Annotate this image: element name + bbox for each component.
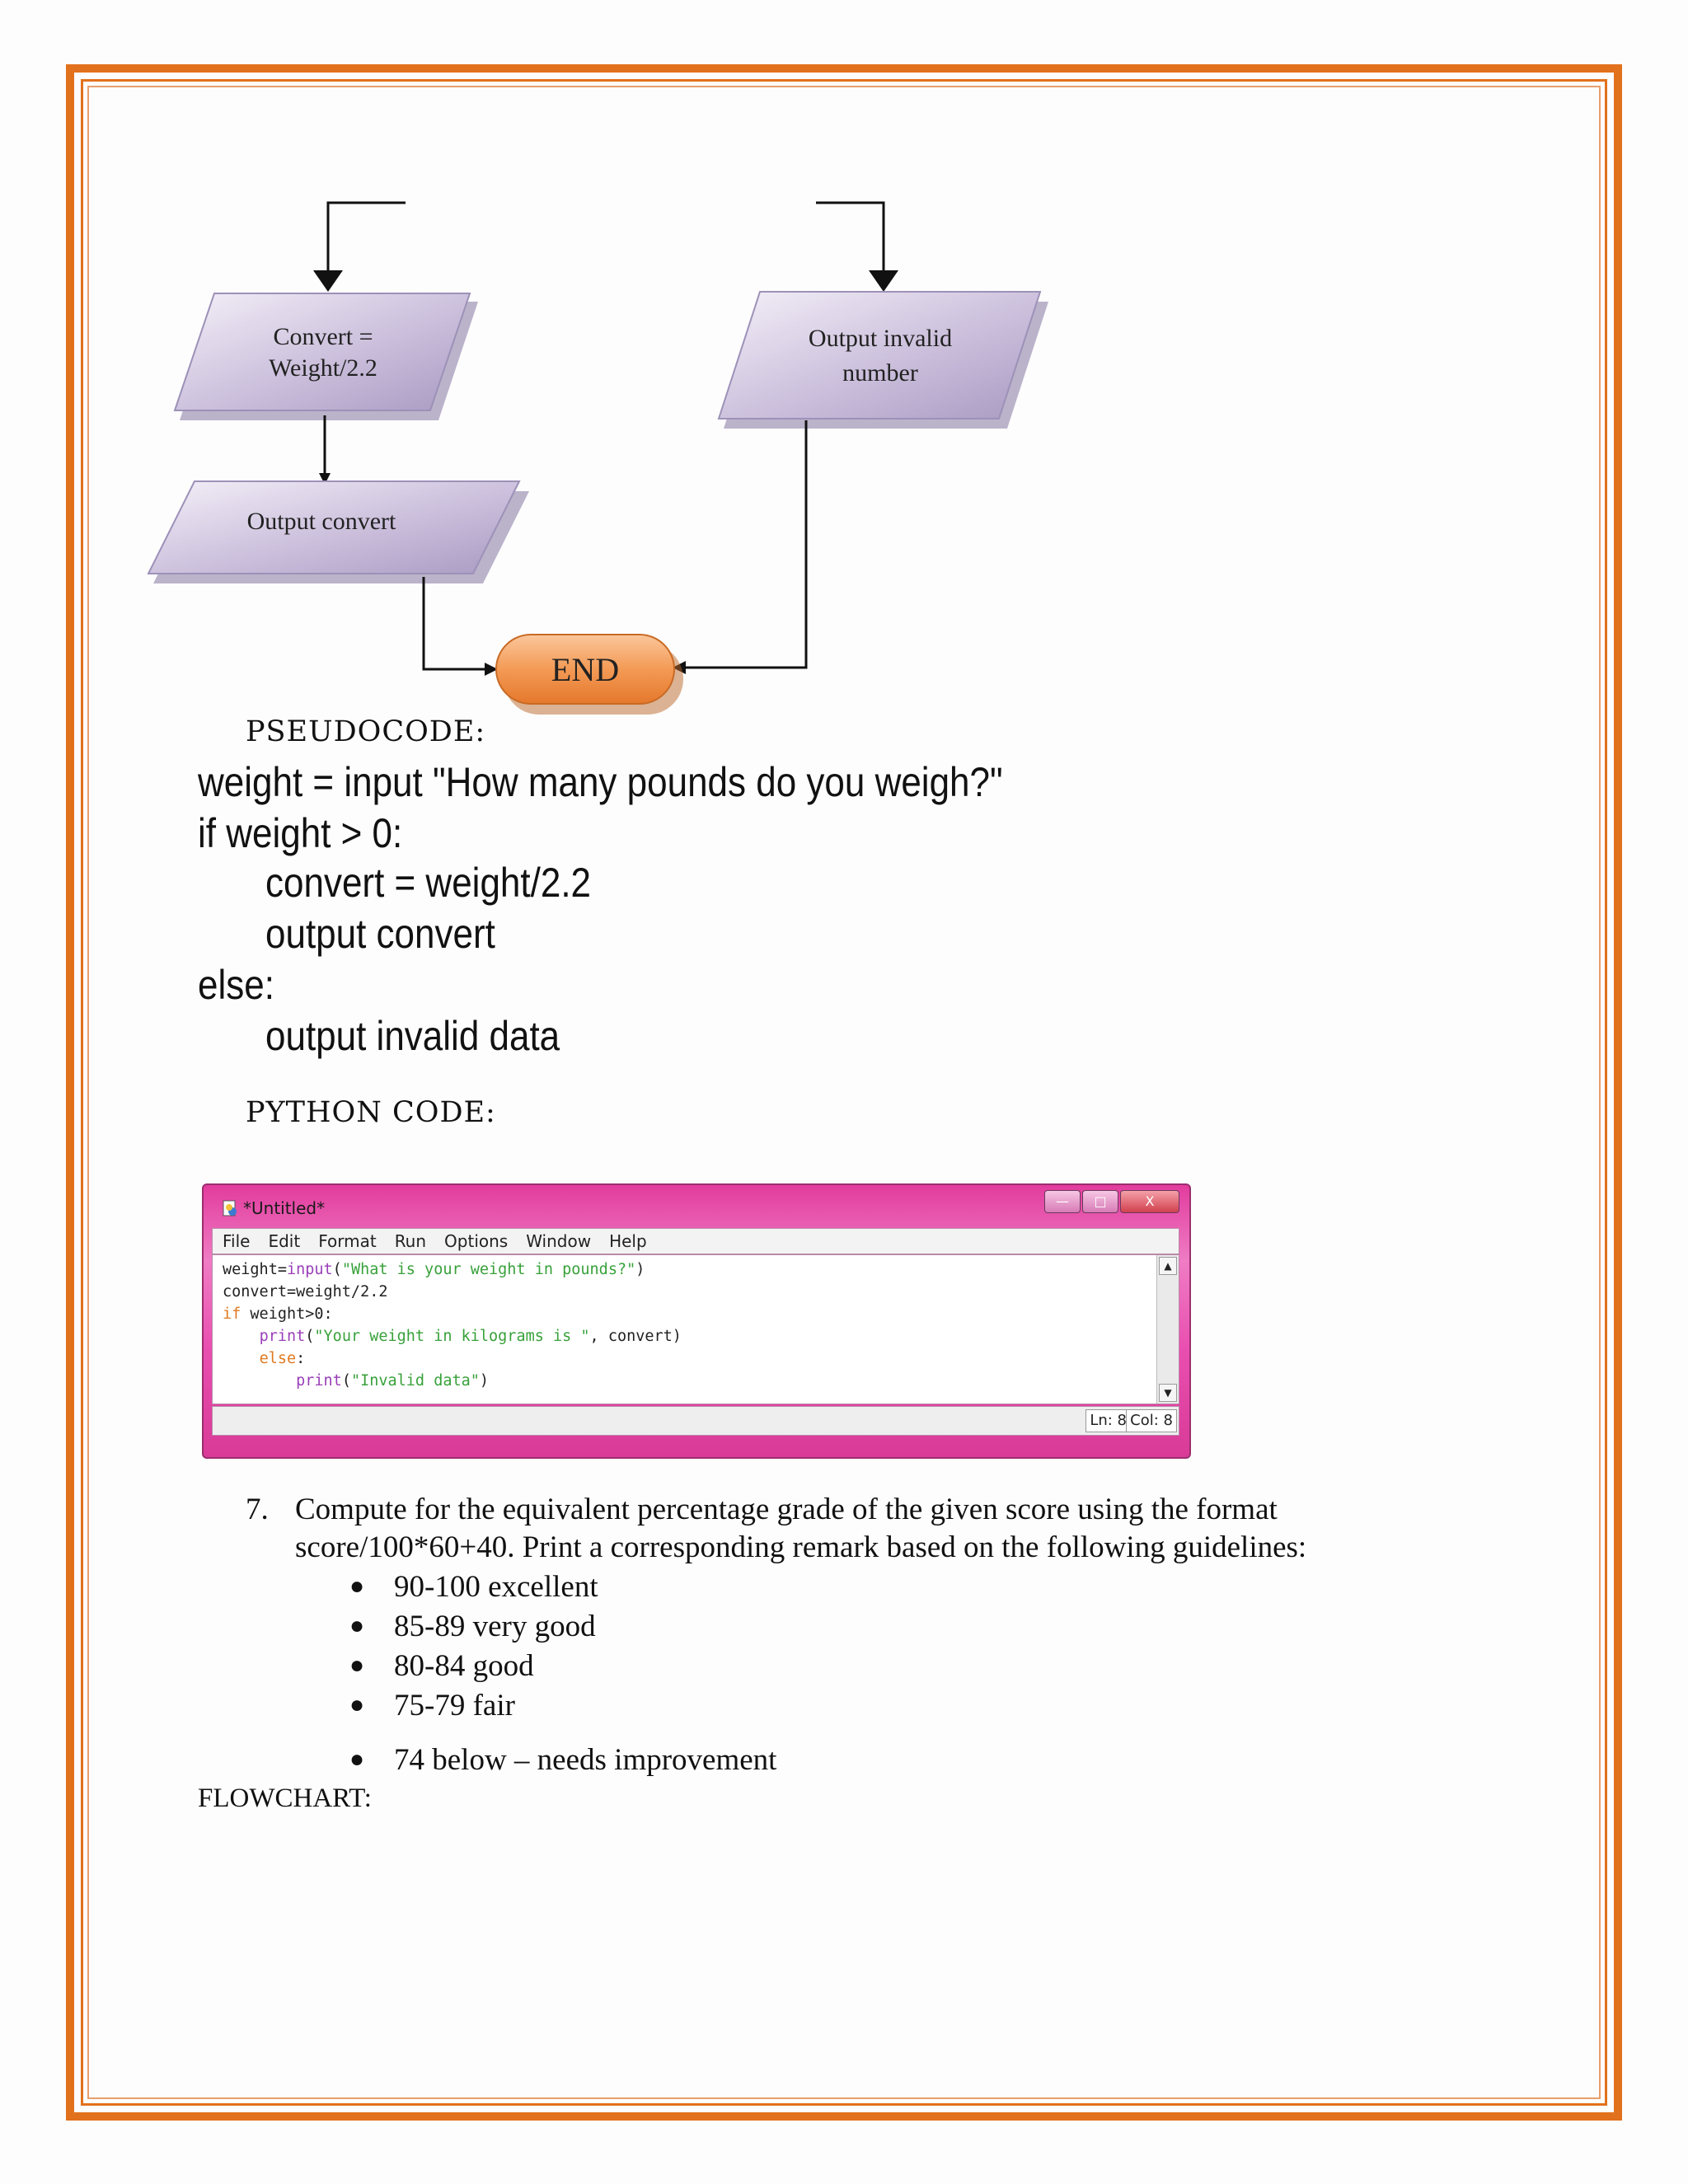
window-controls: — □ X — [1043, 1190, 1179, 1213]
pseudocode-line-2: if weight > 0: — [198, 810, 403, 856]
scroll-down-icon[interactable]: ▼ — [1159, 1384, 1177, 1402]
status-line: Ln: 8 — [1085, 1409, 1131, 1432]
guideline-item: 75-79 fair — [394, 1689, 515, 1722]
end-label: END — [551, 651, 619, 688]
window-title: *Untitled* — [243, 1198, 326, 1218]
status-column: Col: 8 — [1126, 1409, 1177, 1432]
pseudocode-heading: PSEUDOCODE: — [246, 715, 486, 748]
scroll-up-icon[interactable]: ▲ — [1159, 1257, 1177, 1275]
menu-window[interactable]: Window — [526, 1231, 592, 1251]
incoming-arrow-left — [313, 201, 406, 292]
convert-box-line1: Convert = — [273, 323, 373, 350]
page-border-line — [87, 86, 1601, 2099]
question-line-1: Compute for the equivalent percentage gr… — [295, 1493, 1278, 1526]
pseudocode-line-3: convert = weight/2.2 — [265, 860, 592, 906]
flowchart-diagram: Convert = Weight/2.2 Output invalid numb… — [147, 201, 1048, 715]
python-idle-window: *Untitled* — □ X File Edit Format Run Option… — [202, 1183, 1191, 1459]
arrow-invalid-to-end — [673, 420, 808, 674]
menu-help[interactable]: Help — [609, 1231, 647, 1251]
pseudocode-line-1: weight = input "How many pounds do you w… — [198, 759, 1003, 805]
code-line: weight=input("What is your weight in pou… — [223, 1261, 645, 1278]
menu-run[interactable]: Run — [394, 1231, 427, 1251]
close-button[interactable]: X — [1120, 1190, 1179, 1213]
minimize-button[interactable]: — — [1044, 1190, 1081, 1213]
question-number: 7. — [246, 1493, 269, 1526]
bullet-icon: ● — [349, 1746, 365, 1773]
question-line-2: score/100*60+40. Print a corresponding r… — [295, 1530, 1307, 1564]
guideline-item: 74 below – needs improvement — [394, 1743, 777, 1777]
invalid-box-line1: Output invalid — [809, 325, 952, 352]
output-invalid-box: Output invalid number — [717, 291, 1048, 429]
menu-edit[interactable]: Edit — [268, 1231, 301, 1251]
bullet-icon: ● — [349, 1612, 365, 1639]
code-line: else: — [259, 1350, 306, 1367]
output-convert-box: Output convert — [147, 480, 529, 583]
code-line: print("Your weight in kilograms is ", co… — [259, 1328, 682, 1345]
maximize-button[interactable]: □ — [1082, 1190, 1118, 1213]
page-border-outer — [66, 64, 1622, 2121]
guideline-item: 80-84 good — [394, 1649, 534, 1683]
bullet-icon: ● — [349, 1652, 365, 1679]
menu-format[interactable]: Format — [318, 1231, 377, 1251]
guideline-item: 90-100 excellent — [394, 1570, 598, 1604]
window-title-bar: *Untitled* — [223, 1198, 326, 1218]
python-file-icon — [223, 1200, 237, 1216]
code-line: convert=weight/2.2 — [223, 1283, 388, 1301]
arrow-output-to-end — [422, 577, 498, 676]
pseudocode-line-6: output invalid data — [265, 1013, 560, 1059]
menu-file[interactable]: File — [223, 1231, 251, 1251]
arrow-convert-to-output — [319, 415, 331, 485]
pseudocode-line-5: else: — [198, 962, 274, 1008]
vertical-scrollbar[interactable]: ▲ ▼ — [1156, 1255, 1179, 1404]
menu-options[interactable]: Options — [444, 1231, 509, 1251]
guideline-item: 85-89 very good — [394, 1610, 596, 1643]
code-line: print("Invalid data") — [296, 1372, 490, 1390]
convert-box-line2: Weight/2.2 — [269, 354, 377, 382]
python-code-heading: PYTHON CODE: — [246, 1096, 496, 1129]
bullet-icon: ● — [349, 1572, 365, 1600]
code-editor[interactable]: ▲ ▼ weight=input("What is your weight in… — [212, 1254, 1179, 1404]
invalid-box-line2: number — [842, 359, 918, 387]
incoming-arrow-right — [816, 201, 898, 292]
menu-bar: File Edit Format Run Options Window Help — [212, 1228, 1179, 1254]
output-convert-label: Output convert — [247, 508, 396, 535]
pseudocode-line-4: output convert — [265, 911, 495, 957]
code-line: if weight>0: — [223, 1305, 333, 1323]
status-bar: Ln: 8 Col: 8 — [212, 1406, 1179, 1436]
flowchart-heading: FLOWCHART: — [198, 1783, 372, 1813]
end-terminator: END — [495, 634, 683, 715]
page-border-inner — [81, 79, 1607, 2106]
bullet-icon: ● — [349, 1691, 365, 1718]
convert-weight-box: Convert = Weight/2.2 — [173, 293, 478, 420]
